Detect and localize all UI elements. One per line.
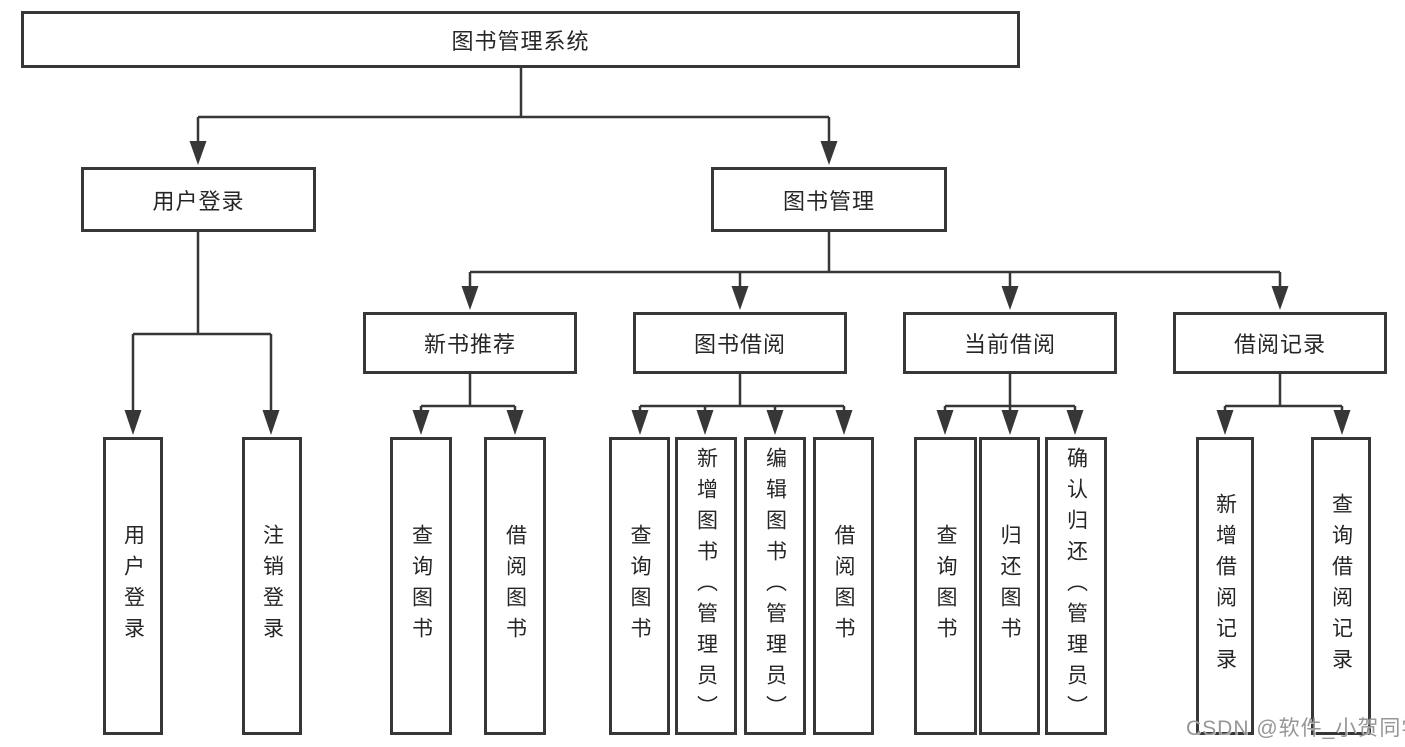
leaf-query-books-recommend: 查询图书 xyxy=(390,437,452,735)
leaf-add-borrow-record: 新增借阅记录 xyxy=(1196,437,1254,735)
leaf-borrow-books-recommend-label: 借阅图书 xyxy=(503,524,527,648)
node-book-management-label: 图书管理 xyxy=(782,188,875,214)
leaf-query-borrow-record-label: 查询借阅记录 xyxy=(1329,493,1353,679)
node-user-login-label: 用户登录 xyxy=(152,188,245,214)
leaf-return-books: 归还图书 xyxy=(979,437,1040,735)
node-current-borrowing: 当前借阅 xyxy=(903,312,1117,374)
node-root: 图书管理系统 xyxy=(21,11,1020,68)
leaf-return-books-label: 归还图书 xyxy=(998,524,1021,648)
leaf-query-books-borrow: 查询图书 xyxy=(609,437,670,735)
leaf-user-login: 用户登录 xyxy=(103,437,163,735)
leaf-query-books-recommend-label: 查询图书 xyxy=(409,524,433,648)
leaf-query-books-current-label: 查询图书 xyxy=(934,524,957,648)
leaf-borrow-books-recommend: 借阅图书 xyxy=(484,437,546,735)
leaf-borrow-books-borrow: 借阅图书 xyxy=(813,437,874,735)
leaf-edit-book-admin-label: 编辑图书（管理员） xyxy=(763,446,787,726)
leaf-edit-book-admin: 编辑图书（管理员） xyxy=(744,437,806,735)
node-book-borrowing: 图书借阅 xyxy=(633,312,847,374)
node-book-borrowing-label: 图书借阅 xyxy=(693,332,786,357)
node-book-management: 图书管理 xyxy=(711,167,947,232)
leaf-query-books-current: 查询图书 xyxy=(914,437,977,735)
leaf-query-books-borrow-label: 查询图书 xyxy=(628,524,651,648)
leaf-add-book-admin: 新增图书（管理员） xyxy=(675,437,737,735)
node-user-login: 用户登录 xyxy=(81,167,316,232)
node-borrowing-records: 借阅记录 xyxy=(1173,312,1387,374)
node-new-book-recommendation: 新书推荐 xyxy=(363,312,577,374)
node-borrowing-records-label: 借阅记录 xyxy=(1233,332,1326,357)
leaf-confirm-return-admin-label: 确认归还（管理员） xyxy=(1064,446,1088,726)
node-root-label: 图书管理系统 xyxy=(451,28,590,54)
watermark: CSDN @软件_小贺同学 xyxy=(1186,717,1405,740)
leaf-add-borrow-record-label: 新增借阅记录 xyxy=(1213,493,1237,679)
leaf-logout-label: 注销登录 xyxy=(260,524,284,648)
node-new-book-recommendation-label: 新书推荐 xyxy=(423,332,516,357)
leaf-confirm-return-admin: 确认归还（管理员） xyxy=(1045,437,1107,735)
leaf-add-book-admin-label: 新增图书（管理员） xyxy=(694,446,718,726)
node-current-borrowing-label: 当前借阅 xyxy=(963,332,1056,357)
leaf-borrow-books-borrow-label: 借阅图书 xyxy=(832,524,855,648)
leaf-user-login-label: 用户登录 xyxy=(121,524,145,648)
leaf-query-borrow-record: 查询借阅记录 xyxy=(1311,437,1371,735)
leaf-logout: 注销登录 xyxy=(242,437,302,735)
